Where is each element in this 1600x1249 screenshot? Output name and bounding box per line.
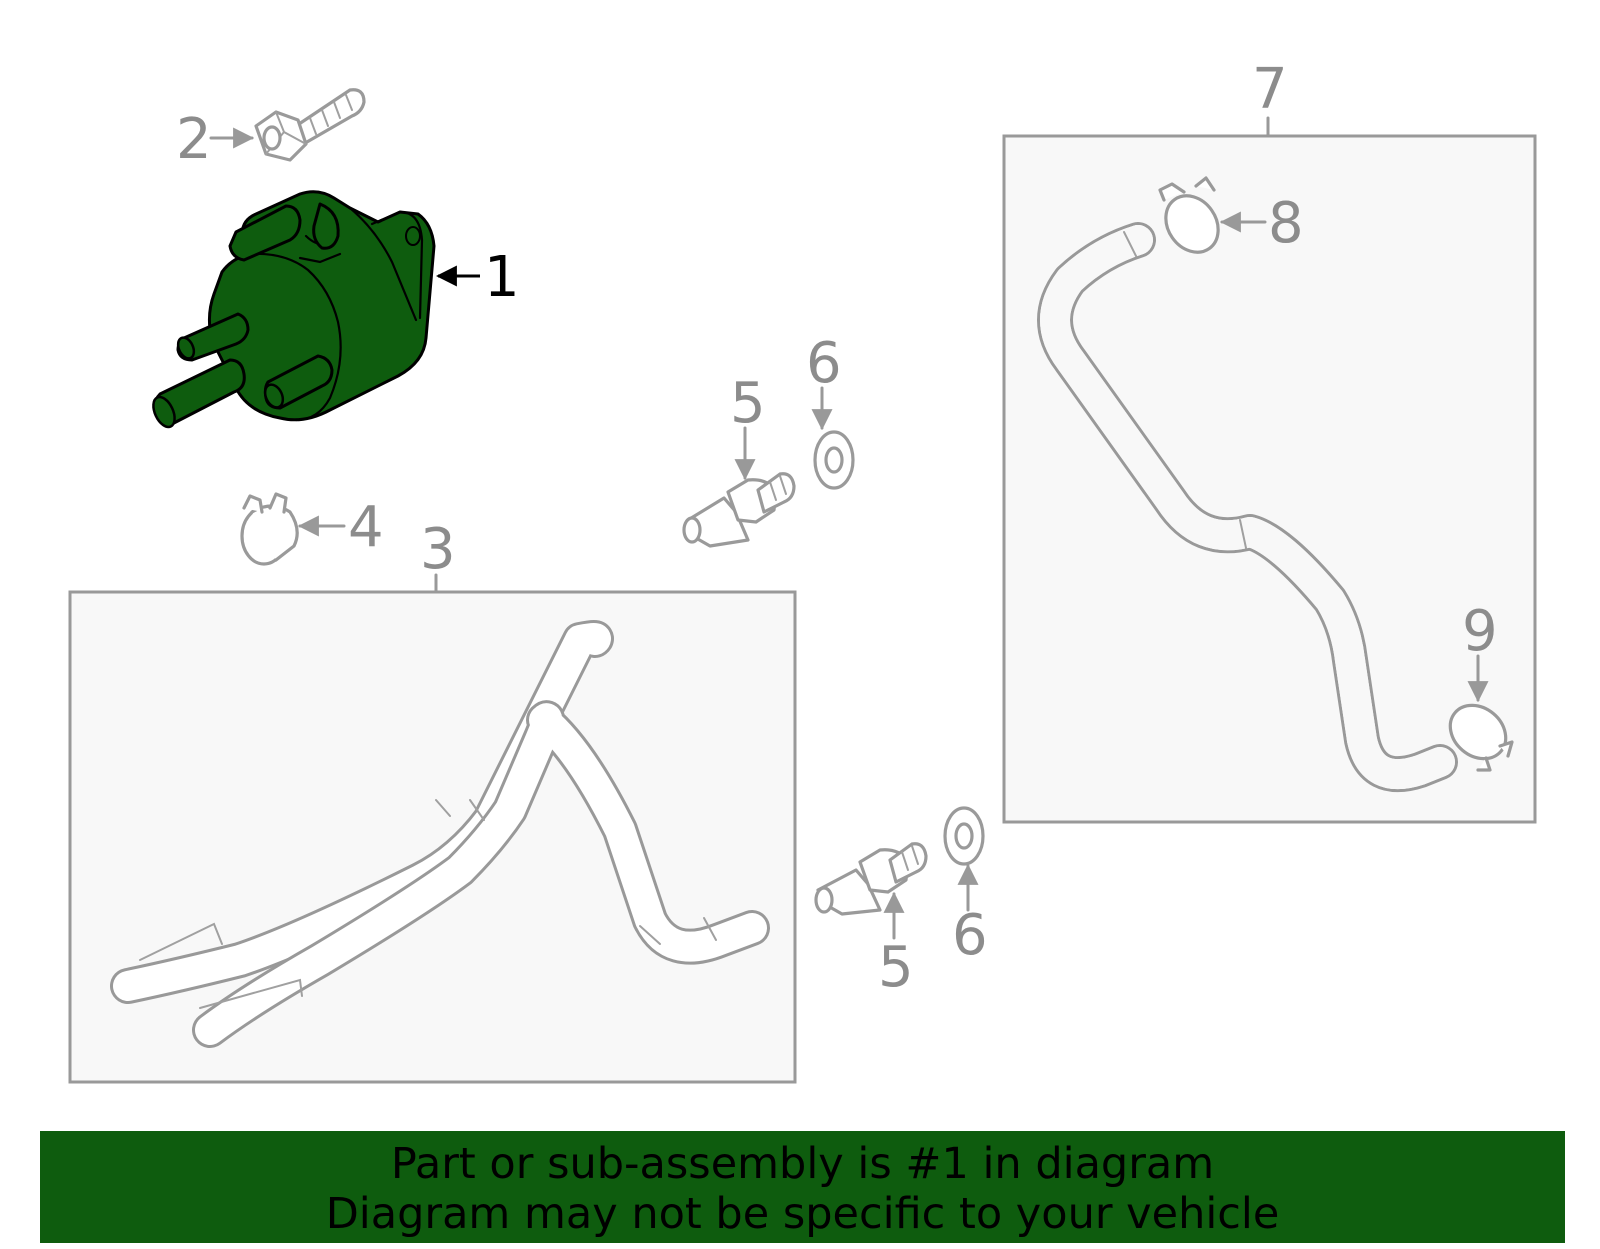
banner-line-2: Diagram may not be specific to your vehi… <box>325 1189 1280 1239</box>
oil-cooler-hose-part <box>110 620 770 1048</box>
callout-6-lower: 6 <box>952 903 988 968</box>
oil-cooler-part <box>152 190 436 429</box>
hose-clamp-part-8 <box>1158 176 1220 254</box>
hose-assembly-box <box>68 573 797 1084</box>
union-fitting-part-lower <box>814 842 928 916</box>
banner-line-1: Part or sub-assembly is #1 in diagram <box>390 1139 1215 1189</box>
hose-clamp-part-9 <box>1448 703 1514 772</box>
disclaimer-banner: Part or sub-assembly is #1 in diagram Di… <box>40 1131 1565 1243</box>
callout-7: 7 <box>1252 57 1288 122</box>
callout-4: 4 <box>348 495 384 560</box>
callout-2: 2 <box>176 107 212 172</box>
callout-5-lower: 5 <box>878 935 914 1000</box>
leader-lines <box>209 127 1489 940</box>
callout-1: 1 <box>484 245 520 310</box>
callout-6-upper: 6 <box>806 331 842 396</box>
callout-9: 9 <box>1462 599 1498 664</box>
bolt-part <box>254 88 366 162</box>
washer-part-upper <box>813 430 855 490</box>
union-fitting-part-upper <box>682 472 796 548</box>
callout-3: 3 <box>420 517 456 582</box>
callout-5-upper: 5 <box>730 371 766 436</box>
washer-part-lower <box>943 806 985 866</box>
hose-part-7 <box>1037 222 1458 793</box>
callout-8: 8 <box>1268 191 1304 256</box>
hose-clamp-part-4 <box>240 492 299 566</box>
